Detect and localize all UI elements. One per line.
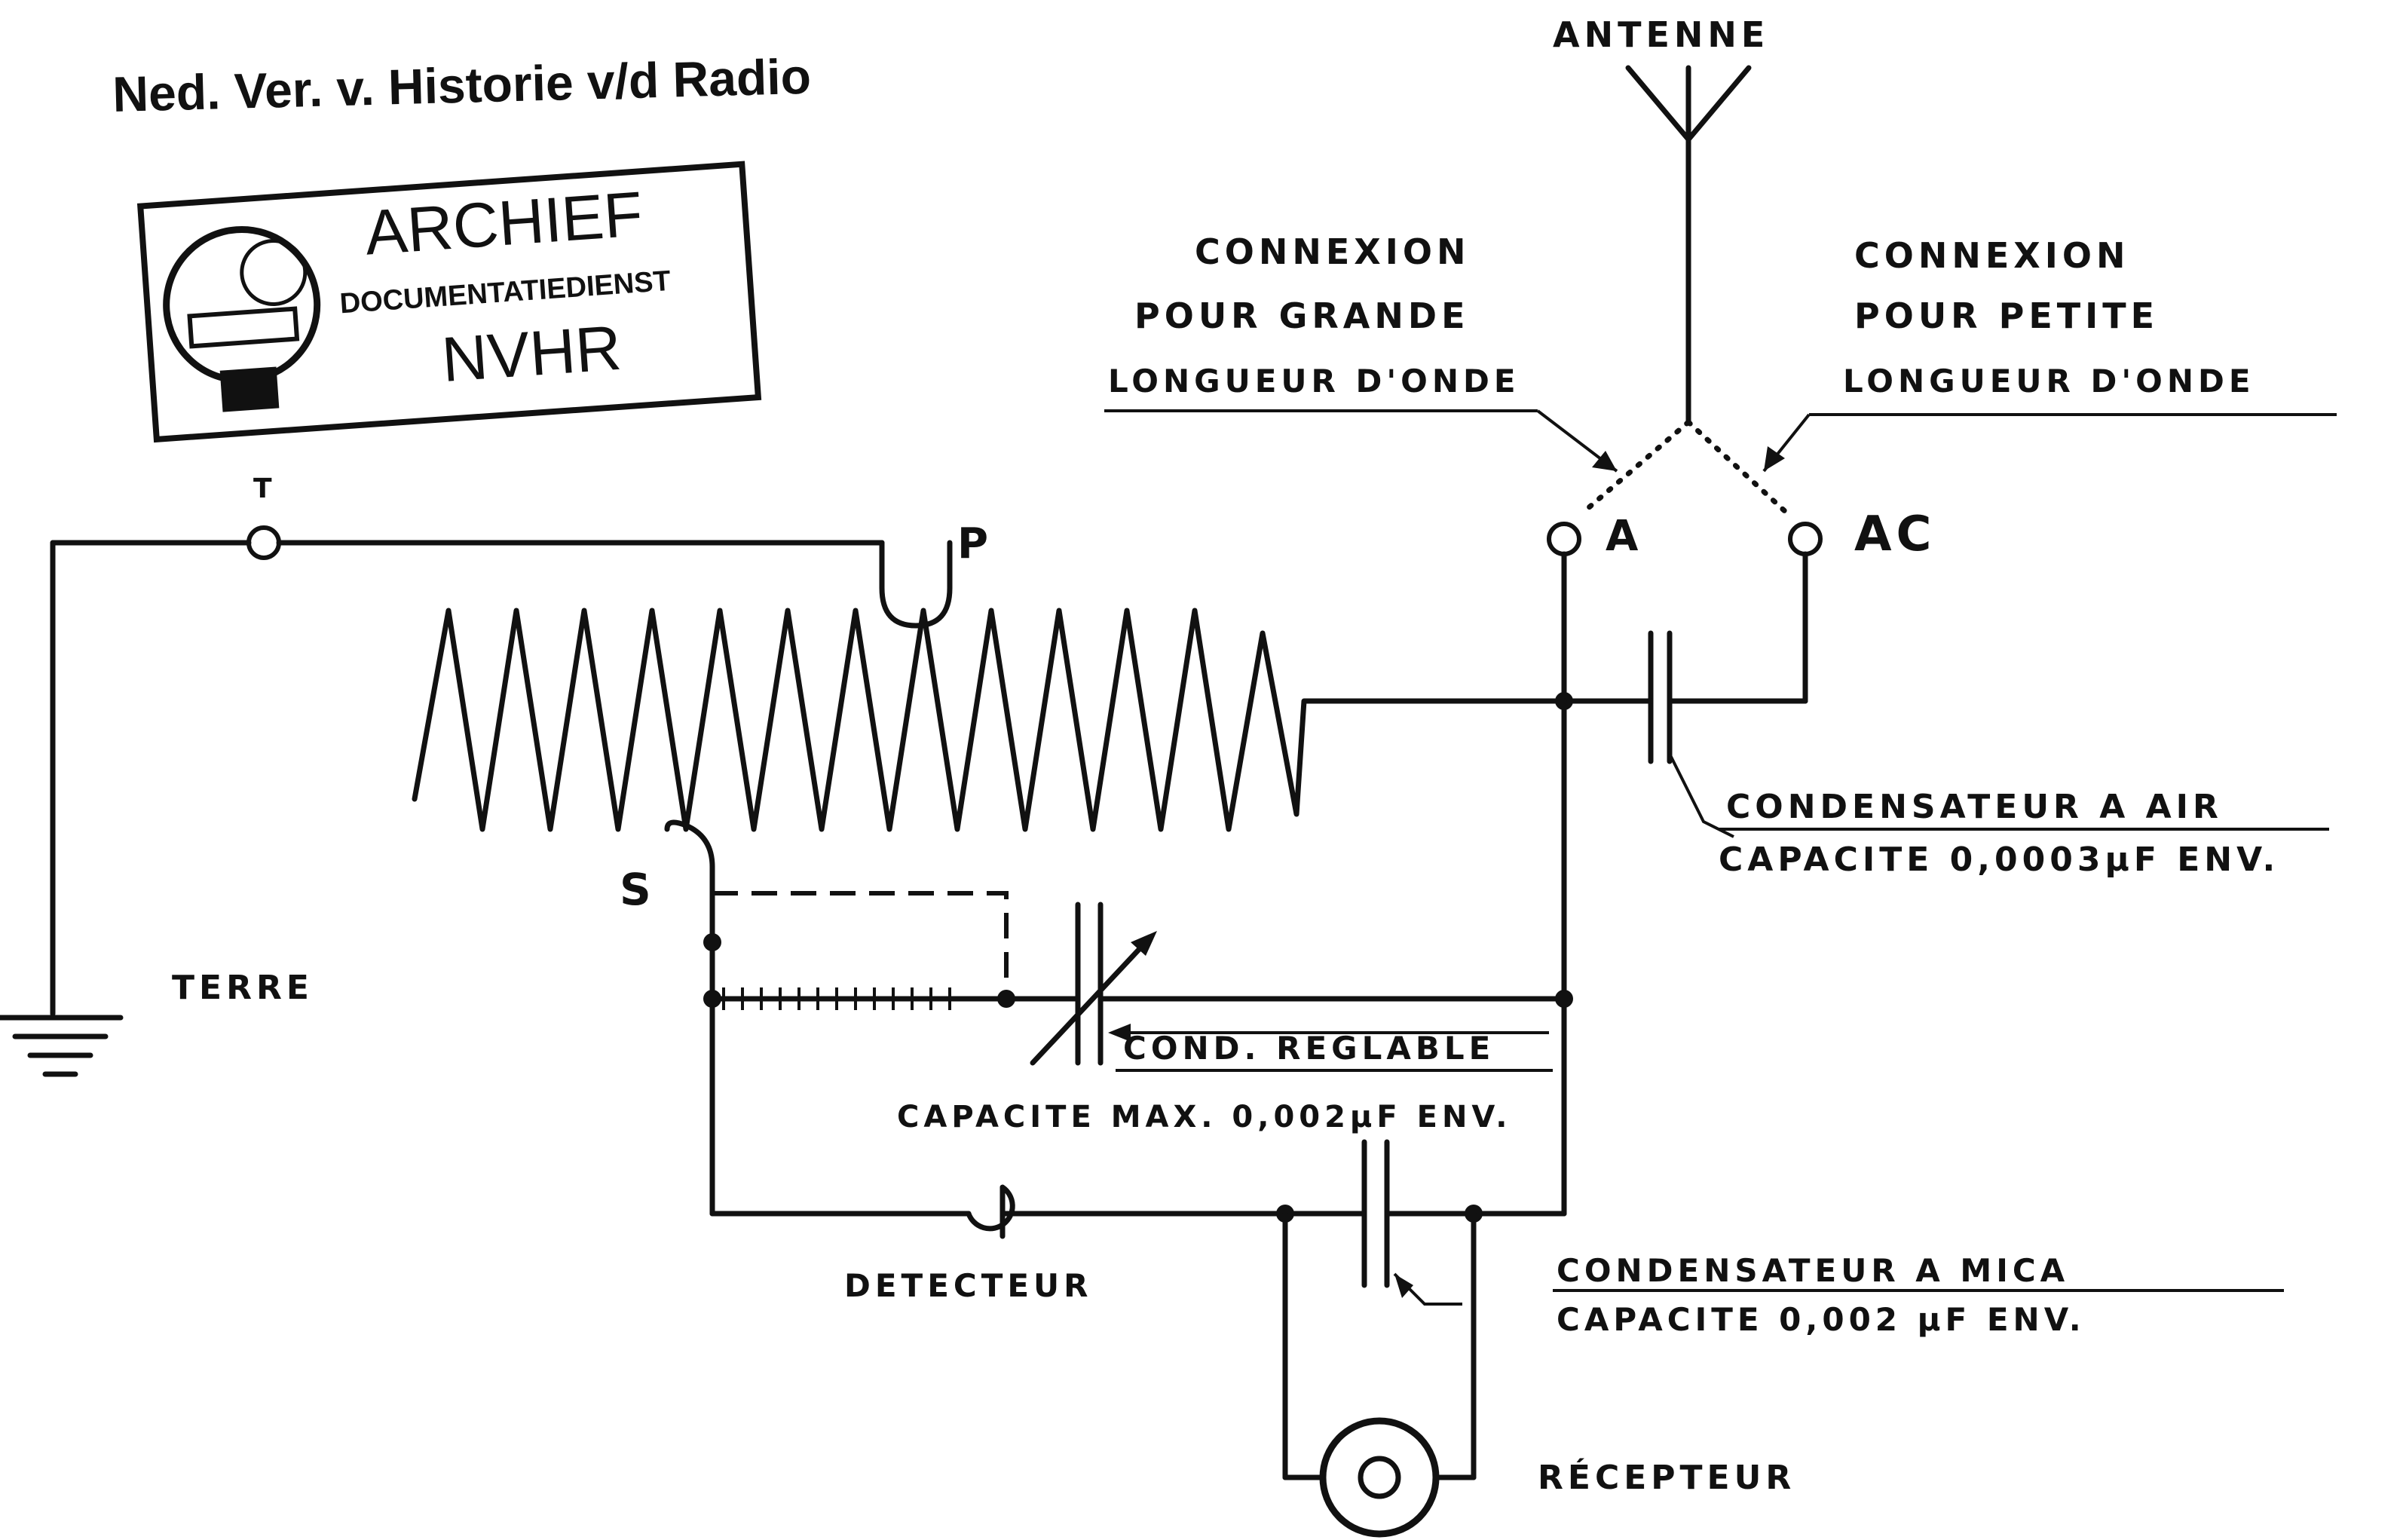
antenna-label: ANTENNE — [1553, 14, 1769, 55]
air-capacitor-label-2: CAPACITE 0,0003μF ENV. — [1719, 840, 2279, 879]
air-capacitor-label-1: CONDENSATEUR A AIR — [1726, 788, 2223, 826]
variable-capacitor — [1030, 902, 1157, 1066]
ground-symbol — [0, 1015, 124, 1077]
detector-symbol — [966, 1184, 1015, 1239]
stamp-line-nvhr: NVHR — [439, 312, 623, 395]
short-wave-label-2: POUR PETITE — [1854, 295, 2159, 336]
tuning-coil — [412, 608, 1567, 832]
short-wave-label-3: LONGUEUR D'ONDE — [1843, 363, 2255, 400]
dashed-box — [710, 891, 1009, 1001]
long-wave-label-3: LONGUEUR D'ONDE — [1108, 363, 1520, 400]
antenna-symbol — [1625, 65, 1752, 425]
tap-p — [879, 540, 953, 629]
long-wave-label-1: CONNEXION — [1195, 231, 1470, 272]
tap-s — [664, 819, 715, 1217]
short-wave-label-1: CONNEXION — [1854, 235, 2129, 276]
terminal-ac-label: AC — [1854, 507, 1936, 562]
ground-label: TERRE — [172, 969, 314, 1007]
archive-header: Ned. Ver. v. Historie v/d Radio — [112, 48, 811, 122]
terminal-p-label: P — [957, 519, 993, 568]
stamp-line-documentatiedienst: DOCUMENTATIEDIENST — [338, 265, 672, 320]
air-capacitor — [1648, 630, 1673, 764]
mica-capacitor — [1361, 1139, 1390, 1288]
terminal-t-label: T — [253, 473, 277, 504]
terminal-s-label: S — [620, 864, 656, 915]
terminal-a-label: A — [1606, 512, 1642, 561]
terminal-t — [246, 525, 281, 560]
archive-stamp: ARCHIEF DOCUMENTATIEDIENST NVHR — [136, 161, 762, 443]
long-wave-link — [1580, 419, 1691, 516]
stamp-logo — [163, 226, 321, 384]
detector-label: DETECTEUR — [844, 1267, 1093, 1304]
variable-capacitor-label-2: CAPACITE MAX. 0,002μF ENV. — [897, 1100, 1511, 1134]
receiver-label: RÉCEPTEUR — [1538, 1457, 1795, 1497]
mica-capacitor-label-2: CAPACITE 0,002 μF ENV. — [1557, 1301, 2086, 1338]
mica-capacitor-label-1: CONDENSATEUR A MICA — [1557, 1252, 2069, 1289]
terminal-ac — [1788, 522, 1823, 556]
variable-capacitor-label-1: COND. REGLABLE — [1123, 1030, 1495, 1067]
hatched-line — [722, 987, 951, 1010]
short-wave-link — [1685, 419, 1789, 516]
stamp-line-archief: ARCHIEF — [363, 178, 644, 268]
receiver-symbol — [1319, 1417, 1440, 1538]
terminal-a — [1547, 522, 1581, 556]
long-wave-label-2: POUR GRANDE — [1134, 295, 1470, 336]
